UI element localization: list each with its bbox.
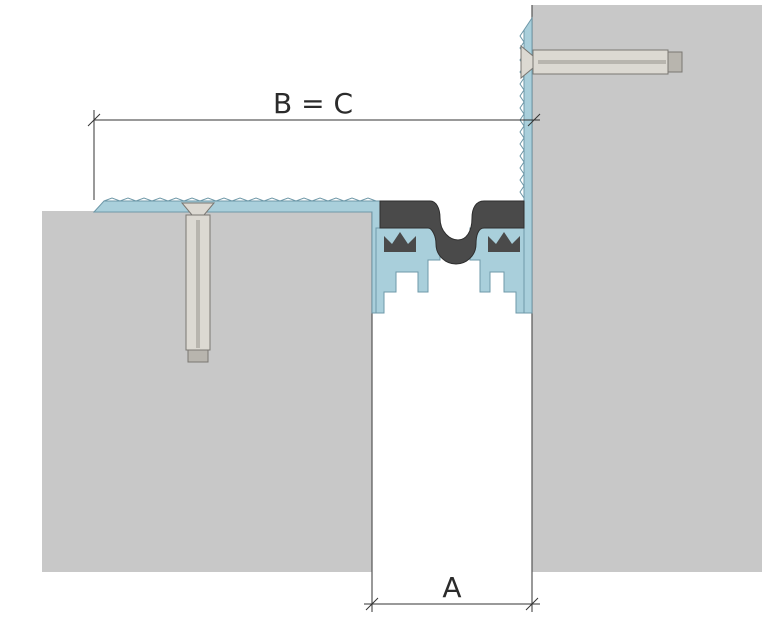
rubber-insert	[379, 200, 525, 265]
right-concrete-wall	[531, 5, 762, 572]
left-profile-body	[375, 227, 441, 314]
dimension-label-b-c: B = C	[273, 87, 353, 120]
left-anchor-bolt	[180, 202, 216, 363]
dimension-a: A	[364, 571, 540, 612]
right-anchor-bolt	[520, 44, 683, 80]
dimension-label-a: A	[442, 571, 461, 604]
dimension-b-equals-c: B = C	[87, 87, 541, 200]
right-profile-body	[469, 227, 525, 314]
